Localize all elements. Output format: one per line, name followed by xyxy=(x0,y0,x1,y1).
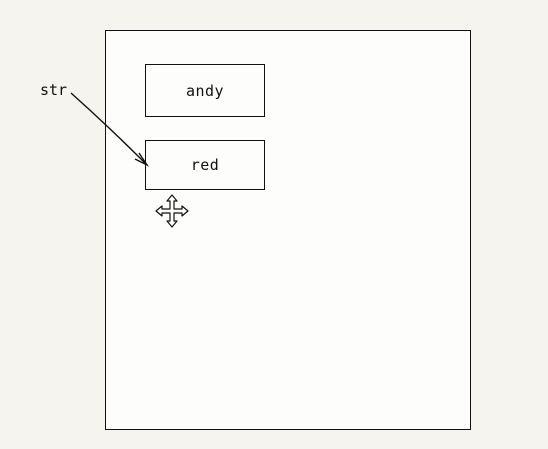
string-box-red: red xyxy=(145,140,265,190)
move-cursor-icon xyxy=(155,194,189,228)
string-box-red-label: red xyxy=(190,156,220,174)
string-box-andy-label: andy xyxy=(185,81,225,100)
string-box-andy: andy xyxy=(145,64,265,117)
variable-label-str: str xyxy=(40,81,68,99)
